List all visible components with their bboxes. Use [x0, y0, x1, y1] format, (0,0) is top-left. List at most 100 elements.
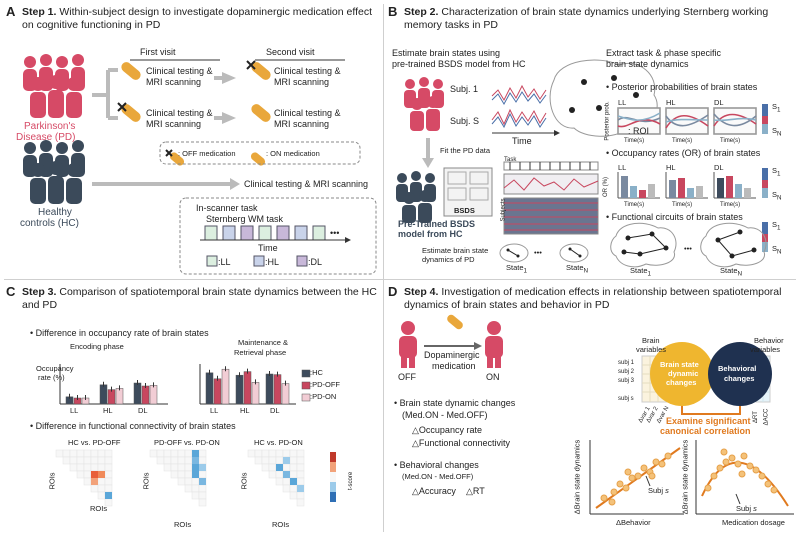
estimate-dynamics-label: Estimate brain state [422, 246, 489, 255]
sn-label: SN [772, 190, 782, 202]
panel-letter: A [6, 4, 16, 19]
delta-connectivity: △Functional connectivity [412, 438, 510, 448]
panel-letter: C [6, 284, 16, 299]
examine-label: canonical correlation [660, 426, 751, 436]
bar-pd-off-maintenance-dl [273, 374, 282, 405]
legend-dl: :DL [308, 257, 323, 267]
maintenance-label: Retrieval phase [234, 348, 287, 357]
bar-pd-on-maintenance-hl [251, 382, 260, 405]
matrix-cell-sig [192, 464, 199, 471]
time-s-label: Time(s) [720, 138, 741, 144]
pd-person-icon [399, 321, 503, 368]
extract-label: brain state dynamics [606, 59, 689, 69]
tscore-colorbar [330, 452, 336, 462]
matrix-cell [149, 449, 158, 458]
pd-label: Disease (PD) [16, 132, 76, 143]
tscore-colorbar [330, 472, 336, 482]
behavior-circle-label: Behavioral [718, 364, 757, 373]
time-s-label: Time(s) [624, 138, 645, 144]
state-n-label: StateN [720, 266, 743, 278]
time-s-label: Time(s) [672, 138, 693, 144]
med-diff-label: (Med.ON - Med.OFF) [402, 472, 474, 481]
x-tick-hl: HL [240, 406, 250, 415]
fit-label: Fit the PD data [440, 146, 491, 155]
subj-s-label: Subj. S [450, 116, 480, 126]
off-x-icon [117, 60, 256, 157]
matrix-cell [296, 491, 305, 500]
comparison-label: HC vs. PD-OFF [68, 438, 121, 447]
cond-hl: HL [666, 163, 676, 172]
tscore-colorbar [330, 482, 336, 492]
matrix-cell-sig [297, 485, 304, 492]
matrix-cell-sig [192, 450, 199, 457]
matrix-cell [275, 477, 284, 486]
mri-scanning-label: MRI scanning [146, 77, 202, 87]
matrix-cell-sig [276, 464, 283, 471]
estimate-dynamics-label: dynamics of PD [422, 255, 475, 264]
occupancy-chart [55, 364, 336, 507]
matrix-cell [282, 484, 291, 493]
task-label: Task [504, 157, 517, 163]
matrix-cell [97, 491, 106, 500]
matrix-cell [104, 477, 113, 486]
time-label: Time [258, 243, 278, 253]
s1-label: S1 [772, 102, 781, 114]
delta-accuracy: △Accuracy [412, 486, 456, 496]
matrix-cell [289, 456, 298, 465]
subj-row: subj s [618, 396, 634, 402]
vertical-divider [383, 4, 384, 532]
matrix-cell [170, 456, 179, 465]
matrix-cell [198, 470, 207, 479]
matrix-cell [289, 463, 298, 472]
matrix-cell-sig [105, 492, 112, 499]
second-visit-label: Second visit [266, 47, 315, 57]
bullet-circuits: • Functional circuits of brain states [606, 212, 743, 222]
brain-state-circle [650, 342, 714, 406]
matrix-cell [76, 463, 85, 472]
mri-scanning-label: MRI scanning [146, 119, 202, 129]
matrix-cell [198, 484, 207, 493]
matrix-cell-sig [91, 478, 98, 485]
legend-hc: :HC [310, 368, 323, 377]
matrix-cell [97, 484, 106, 493]
first-visit-label: First visit [140, 47, 176, 57]
matrix-cell [83, 463, 92, 472]
bar-pd-off-maintenance-ll [213, 378, 222, 405]
clinical-testing-label: Clinical testing & [146, 66, 213, 76]
legend-swatch [301, 381, 311, 390]
rois-x-label: ROIs [90, 504, 108, 513]
estimate-label: Estimate brain states using [392, 48, 501, 58]
hc-testing-label: Clinical testing & MRI scanning [244, 179, 369, 189]
posterior-axis-label: Posterior prob. [604, 101, 611, 141]
matrix-cell [62, 456, 71, 465]
matrix-cell [247, 449, 256, 458]
matrix-cell [296, 449, 305, 458]
matrix-cell [261, 449, 270, 458]
medication-label: Dopaminergic [424, 350, 480, 360]
matrix-cell [261, 463, 270, 472]
matrix-cell [184, 449, 193, 458]
matrix-cell-sig [192, 457, 199, 464]
matrix-cell [69, 449, 78, 458]
matrix-cell [289, 449, 298, 458]
estimate-label: pre-trained BSDS model from HC [392, 59, 526, 69]
brain-state-circle-label: dynamic [668, 369, 699, 378]
matrix-cell [254, 456, 263, 465]
beh-col: ΔACC [763, 408, 770, 426]
matrix-cell [177, 449, 186, 458]
legend-swatch [301, 369, 311, 378]
clinical-testing-label: Clinical testing & [274, 66, 341, 76]
on-medication-label: : ON medication [266, 149, 320, 158]
roi-label: : ROI [628, 126, 650, 136]
ellipsis: ••• [684, 244, 692, 253]
matrix-cell [289, 470, 298, 479]
matrix-cell [156, 449, 165, 458]
bar-hc-encoding-hl [99, 384, 108, 405]
matrix-cell [282, 463, 291, 472]
matrix-cell [97, 477, 106, 486]
matrix-cell [156, 456, 165, 465]
matrix-cell [97, 463, 106, 472]
matrix-cell [83, 470, 92, 479]
matrix-cell-sig [192, 471, 199, 478]
time-label: Time [512, 136, 532, 146]
